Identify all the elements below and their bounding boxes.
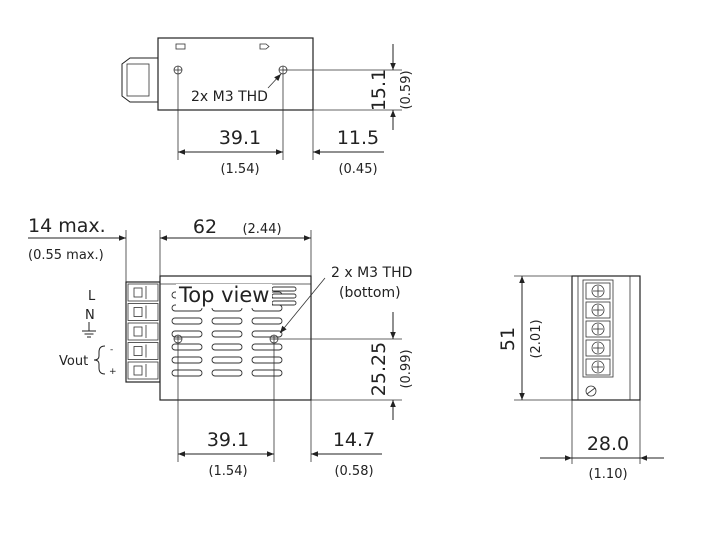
top-view-spacing-in: (1.54) <box>208 464 247 479</box>
vent-slot <box>171 356 203 364</box>
pin-label-vout: Vout <box>59 354 88 369</box>
side-view-led-icon <box>175 43 186 50</box>
pin-label-n: N <box>85 308 95 323</box>
vent-slot <box>211 317 243 325</box>
end-view-width-in: (1.10) <box>588 467 627 482</box>
screw-icon <box>591 284 605 298</box>
side-view-thread-leader <box>267 73 282 89</box>
top-view: Top view 2 x M3 THD (bottom) L N Vout - … <box>28 215 414 479</box>
pin-label-minus: - <box>110 345 113 355</box>
terminal-cell <box>127 322 159 341</box>
vent-slot <box>251 356 283 364</box>
terminal-cell <box>127 342 159 360</box>
side-view-height-in: (0.59) <box>399 70 414 109</box>
side-view: 2x M3 THD 15.1 (0.59) 39.1 (1.54) 11.5 (… <box>121 37 414 177</box>
terminal-cell <box>585 339 611 357</box>
top-view-terminals <box>127 283 159 380</box>
top-view-terminal-in: (0.55 max.) <box>28 248 104 263</box>
vent-slot <box>211 343 243 351</box>
terminal-cell <box>585 358 611 376</box>
side-view-height-mm: 15.1 <box>368 69 390 111</box>
vent-slot <box>251 330 283 338</box>
top-view-terminal-block <box>125 281 161 383</box>
vent-slot <box>171 369 203 377</box>
terminal-screw <box>133 307 143 317</box>
terminal-screw <box>133 346 143 356</box>
vent-slot <box>171 317 203 325</box>
top-view-title: Top view <box>178 283 269 307</box>
screw-icon <box>591 303 605 317</box>
side-view-edge-in: (0.45) <box>338 162 377 177</box>
end-view-height-mm: 51 <box>497 327 519 351</box>
top-view-height-mm: 25.25 <box>368 342 390 396</box>
terminal-cell <box>585 301 611 319</box>
pin-label-plus: + <box>109 367 117 377</box>
end-view-screws <box>585 282 611 376</box>
vent-slot <box>271 293 297 299</box>
top-view-length-in: (2.44) <box>242 222 281 237</box>
terminal-screw <box>133 365 143 376</box>
terminal-screw <box>133 326 143 337</box>
top-view-edge-mm: 14.7 <box>333 429 375 451</box>
top-view-terminal-mm: 14 max. <box>28 215 106 237</box>
pin-label-l: L <box>88 289 96 304</box>
terminal-cell <box>585 320 611 338</box>
side-view-connector <box>121 57 158 103</box>
vent-slot <box>211 369 243 377</box>
vent-slot <box>211 356 243 364</box>
screw-icon <box>591 322 605 336</box>
top-view-height-in: (0.99) <box>399 349 414 388</box>
top-view-spacing-mm: 39.1 <box>207 429 249 451</box>
vent-slot <box>251 317 283 325</box>
top-view-length-mm: 62 <box>193 216 217 238</box>
vent-slot <box>171 330 203 338</box>
vent-slot <box>271 300 297 306</box>
vent-slot <box>251 343 283 351</box>
vent-slot <box>211 330 243 338</box>
terminal-cell <box>127 303 159 321</box>
top-view-thread-sub: (bottom) <box>339 285 401 301</box>
terminal-screw <box>133 287 143 298</box>
end-view: 51 (2.01) 28.0 (1.10) <box>497 275 664 482</box>
end-view-terminal-strip <box>582 279 614 378</box>
side-view-spacing-mm: 39.1 <box>219 127 261 149</box>
end-view-width-mm: 28.0 <box>587 433 629 455</box>
top-view-edge-in: (0.58) <box>334 464 373 479</box>
vent-slot <box>171 343 203 351</box>
vent-slot <box>271 286 297 292</box>
vout-brace <box>93 345 106 375</box>
end-view-height-in: (2.01) <box>529 319 544 358</box>
side-view-edge-mm: 11.5 <box>337 127 379 149</box>
top-view-thread-label: 2 x M3 THD <box>331 265 412 281</box>
screw-icon <box>591 341 605 355</box>
side-view-spacing-in: (1.54) <box>220 162 259 177</box>
top-view-thread-leader <box>279 277 326 334</box>
end-view-adjust-icon <box>585 385 597 397</box>
side-view-connector-inner <box>126 63 150 97</box>
terminal-cell <box>127 361 159 380</box>
ground-icon <box>82 322 96 338</box>
screw-icon <box>591 360 605 374</box>
side-view-body <box>157 37 314 111</box>
terminal-cell <box>127 283 159 302</box>
side-view-thread-label: 2x M3 THD <box>191 89 268 105</box>
side-view-pot-icon <box>259 43 270 50</box>
terminal-cell <box>585 282 611 300</box>
vent-slot <box>251 369 283 377</box>
